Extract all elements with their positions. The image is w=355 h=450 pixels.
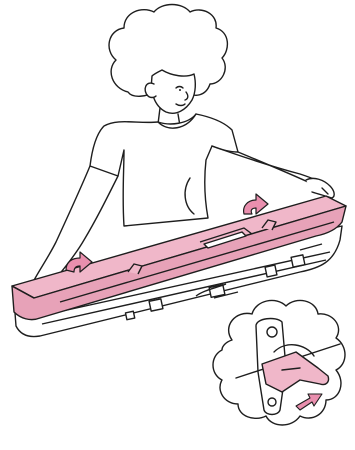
detail-bracket-hole-bottom <box>268 398 276 406</box>
curved-up-arrow-icon <box>244 194 268 214</box>
person-face <box>152 70 196 113</box>
detail-inset <box>213 300 345 425</box>
person-shirt <box>90 114 238 226</box>
lift-arrow-right <box>244 194 268 214</box>
detail-bracket-hole-top <box>267 327 277 337</box>
person-right-hand <box>306 178 334 198</box>
